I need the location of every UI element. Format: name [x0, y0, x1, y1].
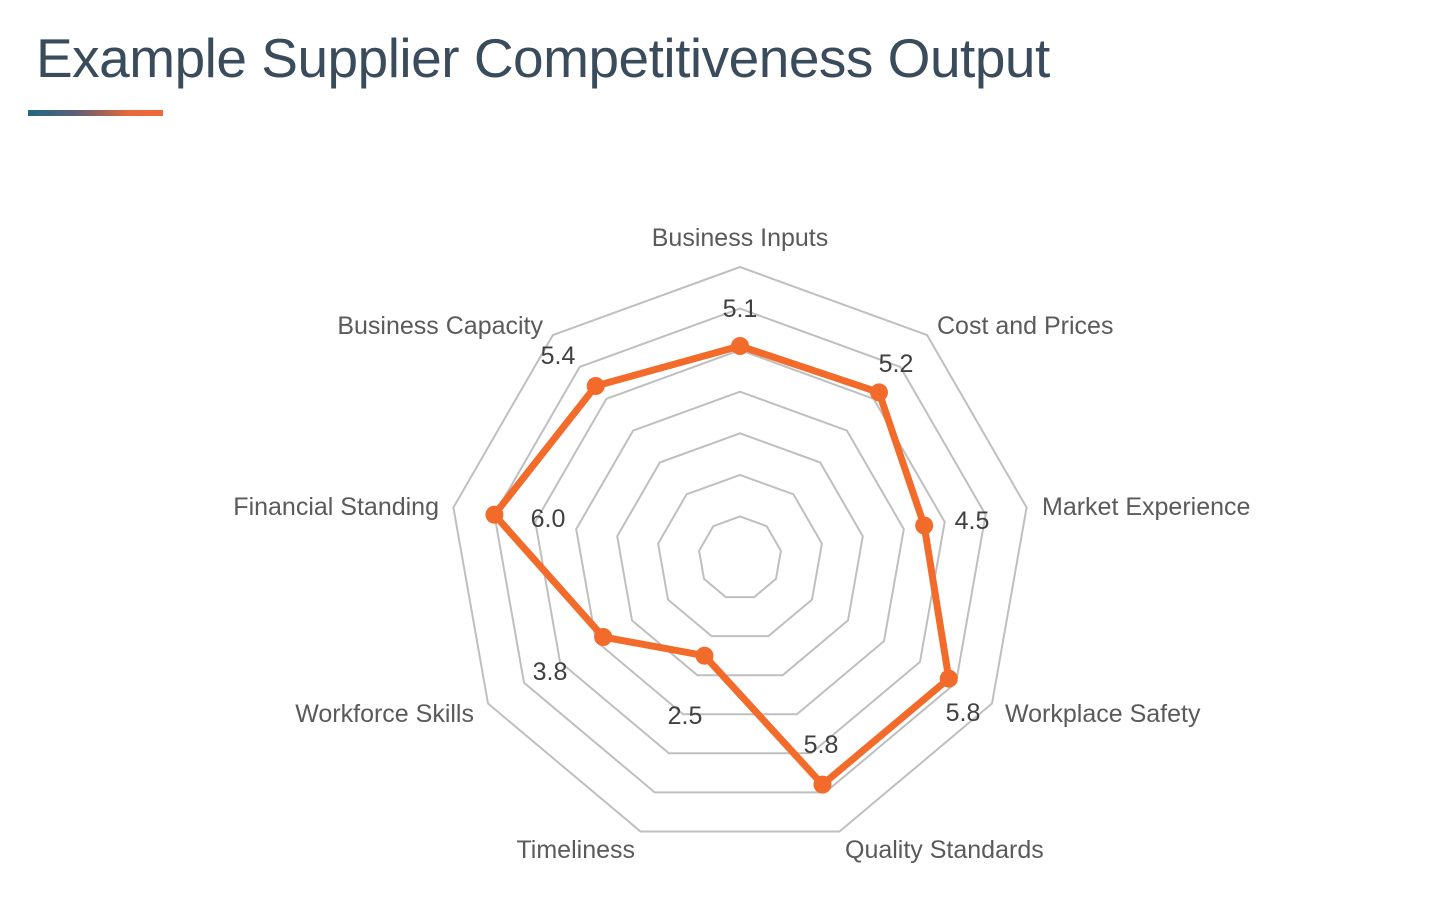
- grid-ring-2: [657, 473, 823, 638]
- series-point-7: [485, 505, 504, 524]
- grid-ring-4: [575, 390, 905, 716]
- radar-grid: [452, 265, 1028, 833]
- data-label-0: 5.1: [723, 295, 758, 323]
- data-label-1: 5.2: [879, 350, 914, 378]
- grid-ring-1: [698, 515, 782, 599]
- page-title: Example Supplier Competitiveness Output: [36, 27, 1050, 89]
- axis-label-business-inputs: Business Inputs: [652, 224, 829, 252]
- series-point-1: [870, 383, 888, 402]
- grid-ring-3: [616, 432, 864, 677]
- grid-ring-5: [534, 349, 946, 755]
- radar-series: [485, 337, 958, 794]
- axis-label-cost-and-prices: Cost and Prices: [937, 312, 1113, 340]
- data-label-3: 5.8: [946, 699, 981, 727]
- series-point-3: [939, 669, 958, 688]
- axis-label-workplace-safety: Workplace Safety: [1005, 700, 1201, 728]
- data-label-7: 6.0: [531, 505, 566, 533]
- data-label-6: 3.8: [533, 658, 568, 686]
- data-label-4: 5.8: [804, 731, 839, 759]
- data-label-5: 2.5: [668, 702, 703, 730]
- series-line: [490, 342, 953, 789]
- axis-label-quality-standards: Quality Standards: [845, 836, 1044, 864]
- data-label-2: 4.5: [955, 507, 990, 535]
- series-point-4: [813, 775, 832, 794]
- axis-label-business-capacity: Business Capacity: [337, 312, 543, 340]
- axis-label-workforce-skills: Workforce Skills: [295, 700, 474, 728]
- grid-ring-6: [493, 307, 987, 794]
- series-point-5: [695, 646, 714, 665]
- grid-ring-7: [452, 265, 1028, 833]
- axis-label-financial-standing: Financial Standing: [233, 493, 439, 521]
- axis-label-timeliness: Timeliness: [516, 836, 635, 864]
- axis-label-market-experience: Market Experience: [1042, 493, 1250, 521]
- title-underline: [28, 110, 163, 116]
- series-point-0: [731, 337, 749, 355]
- series-point-2: [915, 516, 934, 535]
- series-point-8: [586, 377, 605, 395]
- data-label-8: 5.4: [541, 342, 576, 370]
- series-point-6: [594, 628, 613, 646]
